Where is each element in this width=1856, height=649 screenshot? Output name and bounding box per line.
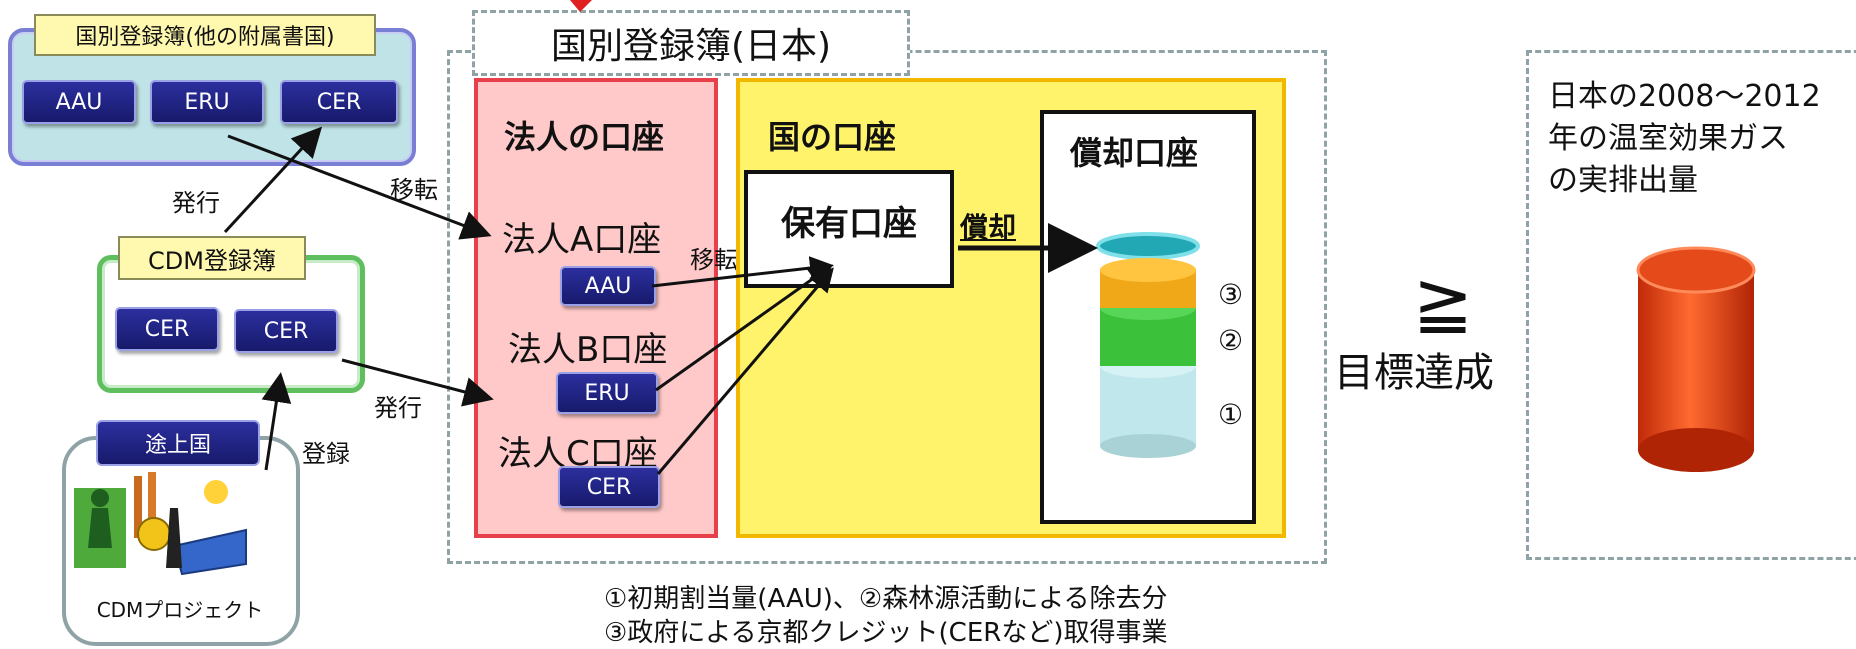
farmer-figure: [91, 489, 109, 507]
cer-token: CER: [558, 466, 660, 508]
retire-label: 償却: [960, 211, 1017, 244]
corporate-account-a: 法人A口座: [502, 220, 662, 260]
register-label: 登録: [302, 440, 350, 468]
emissions-box: [1526, 50, 1856, 560]
cer-token: CER: [234, 309, 338, 353]
holding-account-box: 保有口座: [744, 170, 954, 288]
japan-registry-title: 国別登録簿(日本): [472, 10, 910, 76]
eru-token: ERU: [150, 80, 264, 124]
eru-token: ERU: [556, 372, 658, 414]
sun-icon: [204, 480, 228, 504]
retired-credits-stack: [1096, 232, 1200, 458]
corporate-account-b: 法人B口座: [508, 330, 668, 370]
cdm-project-label: CDMプロジェクト: [96, 597, 264, 622]
national-accounts-title: 国の口座: [768, 118, 897, 156]
transfer-label-mid: 移転: [690, 246, 738, 274]
retirement-account-title: 償却口座: [1070, 134, 1199, 172]
footnote-line-1: ①初期割当量(AAU)、②森林源活動による除去分: [604, 584, 1168, 614]
cer-token: CER: [280, 80, 398, 124]
aau-token: AAU: [22, 80, 136, 124]
other-registry-title: 国別登録簿(他の附属書国): [34, 14, 376, 56]
stack-cap: [1096, 232, 1200, 260]
corporate-accounts-title: 法人の口座: [504, 118, 665, 156]
target-achieved-label: 目標達成: [1334, 350, 1494, 396]
footnote-line-2: ③政府による京都クレジット(CERなど)取得事業: [604, 618, 1168, 648]
cdm-registry-title: CDM登録簿: [118, 236, 306, 280]
stack-marker-2: ②: [1218, 324, 1244, 357]
cdm-project-illustration: [74, 472, 247, 576]
solar-panel: [172, 528, 247, 576]
factory-smoke: [134, 476, 142, 538]
light-bulb-icon: [137, 517, 171, 551]
developing-country-badge: 途上国: [96, 420, 260, 466]
worker-figure: [166, 508, 182, 568]
issue-label-top: 発行: [172, 189, 220, 217]
emissions-text-line: 年の温室効果ガス: [1548, 121, 1788, 156]
emissions-cylinder: [1636, 246, 1756, 472]
cer-token: CER: [115, 307, 219, 351]
red-pointer-mark: [570, 0, 592, 12]
stack-marker-1: ①: [1218, 398, 1244, 431]
farmer-figure: [88, 508, 112, 548]
aau-token: AAU: [560, 266, 656, 306]
stack-marker-3: ③: [1218, 278, 1244, 311]
emissions-text: 日本の2008〜2012 年の温室効果ガス の実排出量: [1548, 76, 1821, 202]
emissions-text-line: 日本の2008〜2012: [1548, 79, 1821, 114]
issue-label-bottom: 発行: [374, 394, 422, 422]
greater-equal-symbol: ≧: [1412, 260, 1474, 344]
emissions-text-line: の実排出量: [1548, 163, 1698, 198]
transfer-label-top: 移転: [390, 176, 438, 204]
stack-segment-1: [1100, 366, 1196, 446]
